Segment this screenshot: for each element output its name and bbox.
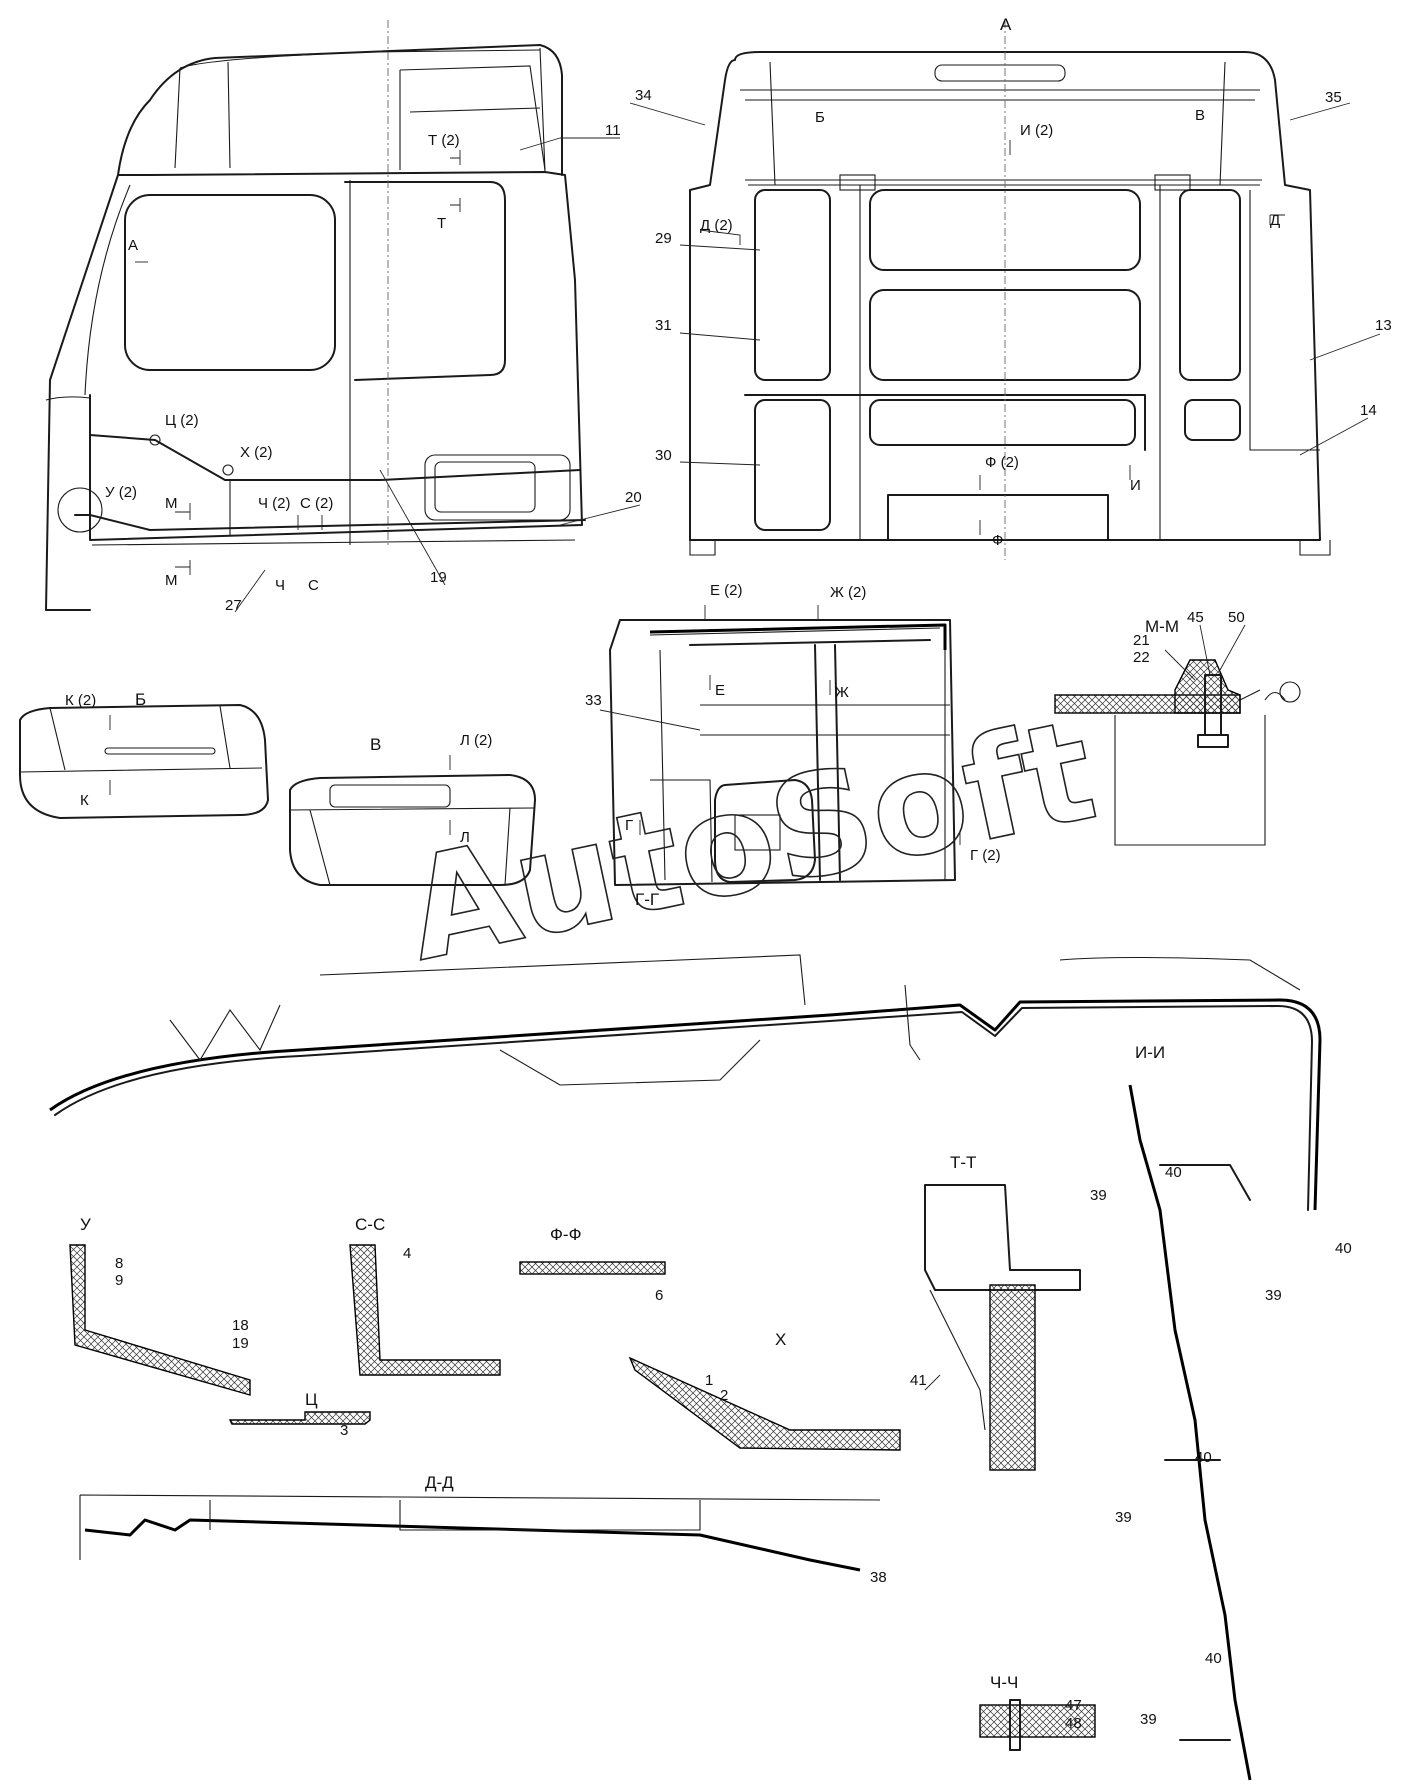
part-47: 47 [1065,1697,1082,1714]
part-41: 41 [910,1372,927,1389]
part-50: 50 [1228,609,1245,626]
view-v [289,774,536,886]
cut-arrows [109,140,1285,845]
section-ii [1128,1084,1252,1781]
view-a-rear [689,20,1331,560]
view-gg [609,619,956,886]
cut-k: К [80,792,89,809]
part-14: 14 [1360,402,1377,419]
part-9: 9 [115,1272,123,1289]
cut-m: М [165,495,178,512]
cut-a: А [128,237,138,254]
cut-zh: Ж [835,684,849,701]
roof-section [49,954,1322,1211]
cut-x2: Х (2) [240,444,273,461]
part-22: 22 [1133,649,1150,666]
side-view [45,20,586,611]
cut-u2: У (2) [105,484,137,501]
part-20: 20 [625,489,642,506]
part-1: 1 [705,1372,713,1389]
cut-ch2: Ч (2) [258,495,291,512]
part-21: 21 [1133,632,1150,649]
view-title-x: Х [775,1330,786,1349]
cut-t2: Т (2) [428,132,460,149]
leader-lines [234,102,1381,1391]
view-title-v: В [370,735,381,754]
part-48: 48 [1065,1715,1082,1732]
cut-v: В [1195,107,1205,124]
cut-t: Т [437,215,446,232]
part-30: 30 [655,447,672,464]
view-titles: А Б В Г-Г И-И М-М Т-Т У С-С Ф-Ф Х Ц Д-Д … [80,15,1179,1692]
cut-markers: Т (2) Т А Ц (2) Х (2) У (2) М М Ч (2) С … [65,107,1280,864]
part-2: 2 [720,1387,728,1404]
view-title-dd: Д-Д [425,1473,454,1492]
part-29: 29 [655,230,672,247]
part-38: 38 [870,1569,887,1586]
part-numbers: 1 2 3 4 6 8 9 11 13 14 18 19 19 20 21 22… [115,87,1392,1732]
part-39-a: 39 [1090,1187,1107,1204]
cut-e: Е [715,682,725,699]
view-title-ff: Ф-Ф [550,1225,582,1244]
cut-e2: Е (2) [710,582,743,599]
view-title-u: У [80,1215,91,1234]
part-19: 19 [430,569,447,586]
cut-i2: И (2) [1020,122,1053,139]
cut-d2: Д (2) [700,217,733,234]
part-39-b: 39 [1265,1287,1282,1304]
part-40-c: 40 [1195,1449,1212,1466]
cut-g2: Г (2) [970,847,1001,864]
part-39-d: 39 [1140,1711,1157,1728]
view-title-gg: Г-Г [635,890,659,909]
cut-k2: К (2) [65,692,96,709]
part-40-a: 40 [1165,1164,1182,1181]
cut-s2: С (2) [300,495,333,512]
part-3: 3 [340,1422,348,1439]
cut-i: И [1130,477,1141,494]
cut-d: Д [1270,212,1280,229]
part-31: 31 [655,317,672,334]
view-title-a: А [1000,15,1012,34]
part-35: 35 [1325,89,1342,106]
part-45: 45 [1187,609,1204,626]
part-34: 34 [635,87,652,104]
view-title-chch: Ч-Ч [990,1673,1018,1692]
section-tt [924,1184,1081,1471]
view-title-tt: Т-Т [950,1153,976,1172]
view-b [19,704,269,819]
part-11: 11 [605,122,621,139]
cut-l2: Л (2) [460,732,492,749]
part-4: 4 [403,1245,411,1262]
cut-g: Г [625,817,633,834]
view-title-mm: М-М [1145,617,1179,636]
cut-f2: Ф (2) [985,454,1019,471]
part-19-section: 19 [232,1335,249,1352]
section-mm [1054,659,1301,846]
cut-zh2: Ж (2) [830,584,866,601]
part-6: 6 [655,1287,663,1304]
view-title-ss: С-С [355,1215,385,1234]
cut-s: С [308,577,319,594]
small-sections [69,1244,1096,1751]
part-13: 13 [1375,317,1392,334]
cut-ts2: Ц (2) [165,412,199,429]
cut-ch: Ч [275,577,285,594]
cut-f: Ф [992,532,1003,549]
part-33: 33 [585,692,602,709]
part-40-b: 40 [1335,1240,1352,1257]
part-18: 18 [232,1317,249,1334]
view-title-ii: И-И [1135,1043,1165,1062]
part-27: 27 [225,597,242,614]
cut-m-bottom: М [165,572,178,589]
cut-l: Л [460,829,470,846]
view-title-b: Б [135,690,146,709]
cut-b: Б [815,109,825,126]
view-title-ts: Ц [305,1390,318,1409]
part-39-c: 39 [1115,1509,1132,1526]
part-40-d: 40 [1205,1650,1222,1667]
part-8: 8 [115,1255,123,1272]
